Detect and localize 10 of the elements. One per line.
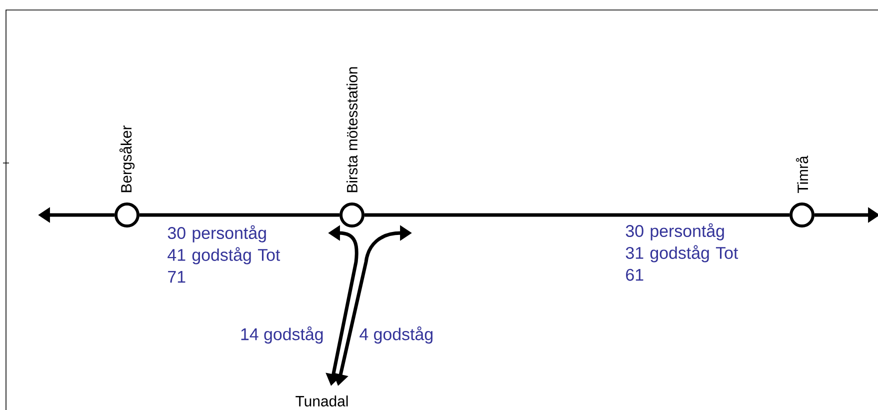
edge-label: 30 persontåg 31 godståg Tot 61 xyxy=(624,222,744,282)
station-name: Birsta mötesstation xyxy=(346,67,358,192)
edge-label: 4 godståg xyxy=(358,325,435,345)
track-line xyxy=(140,213,340,217)
edge-label: 30 persontåg 41 godståg Tot 71 xyxy=(166,224,286,284)
edge-label: 14 godståg xyxy=(239,325,325,345)
station-name: Timrå xyxy=(796,156,808,193)
track-line xyxy=(364,213,790,217)
place-name: Tunadal xyxy=(296,396,348,406)
station-name: Bergsåker xyxy=(119,125,135,192)
